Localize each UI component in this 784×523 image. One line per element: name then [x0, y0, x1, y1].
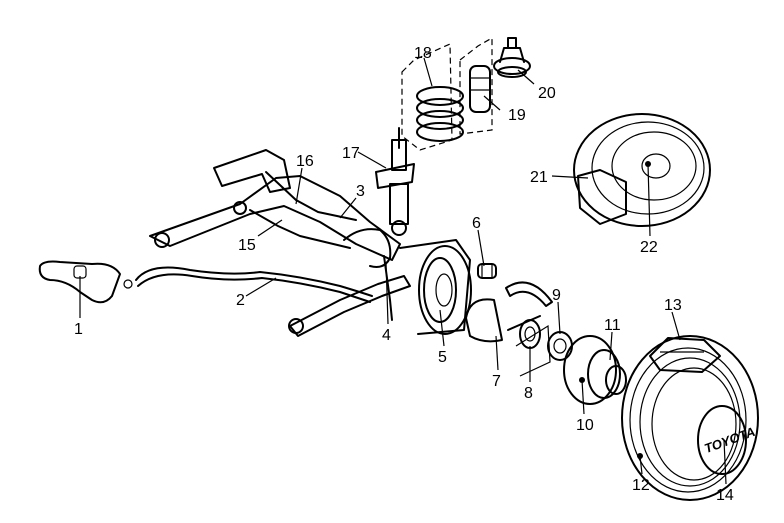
lateral-control-rod: [288, 228, 411, 337]
callout-16: 16: [296, 153, 314, 170]
callout-17: 17: [342, 145, 360, 162]
bump-stopper: [459, 36, 493, 135]
callout-13: 13: [664, 297, 682, 314]
callout-15: 15: [238, 237, 256, 254]
callout-14: 14: [716, 487, 734, 504]
hub-bearing: [515, 319, 551, 377]
callout-11: 11: [604, 317, 621, 334]
callout-7: 7: [492, 373, 501, 390]
hubcap-logo: TOYOTA: [702, 424, 757, 456]
brake-drum: [563, 335, 627, 405]
callout-12: 12: [632, 477, 650, 494]
shock-absorber: [375, 127, 415, 236]
callout-2: 2: [236, 292, 245, 309]
callout-9: 9: [552, 287, 561, 304]
callout-4: 4: [382, 327, 391, 344]
tire-clamp-band: [649, 337, 721, 373]
callout-8: 8: [524, 385, 533, 402]
spare-tire: [573, 113, 711, 227]
parking-brake-cable: [135, 266, 373, 303]
rear-wheel-tire: [621, 335, 759, 501]
callout-labels: 1 2 3 4 5 6 7 8 9 10 11 12 13 14 15 16 1…: [74, 45, 734, 504]
leader-lines: [79, 57, 727, 485]
callout-6: 6: [472, 215, 481, 232]
brake-backing-plate: [399, 239, 472, 335]
wheel-cylinder: [477, 263, 497, 279]
callout-21: 21: [530, 169, 548, 186]
callout-1: 1: [74, 321, 83, 338]
callout-3: 3: [356, 183, 365, 200]
spring-upper-seat: [493, 37, 531, 78]
axle-bearing: [547, 331, 573, 361]
callout-19: 19: [508, 107, 526, 124]
callout-20: 20: [538, 85, 556, 102]
callout-18: 18: [414, 45, 432, 62]
coil-spring: [401, 43, 464, 151]
parking-brake-lever: [38, 260, 133, 304]
callout-5: 5: [438, 349, 447, 366]
callout-22: 22: [640, 239, 658, 256]
callout-10: 10: [576, 417, 594, 434]
rear-axle-beam: [149, 149, 401, 261]
